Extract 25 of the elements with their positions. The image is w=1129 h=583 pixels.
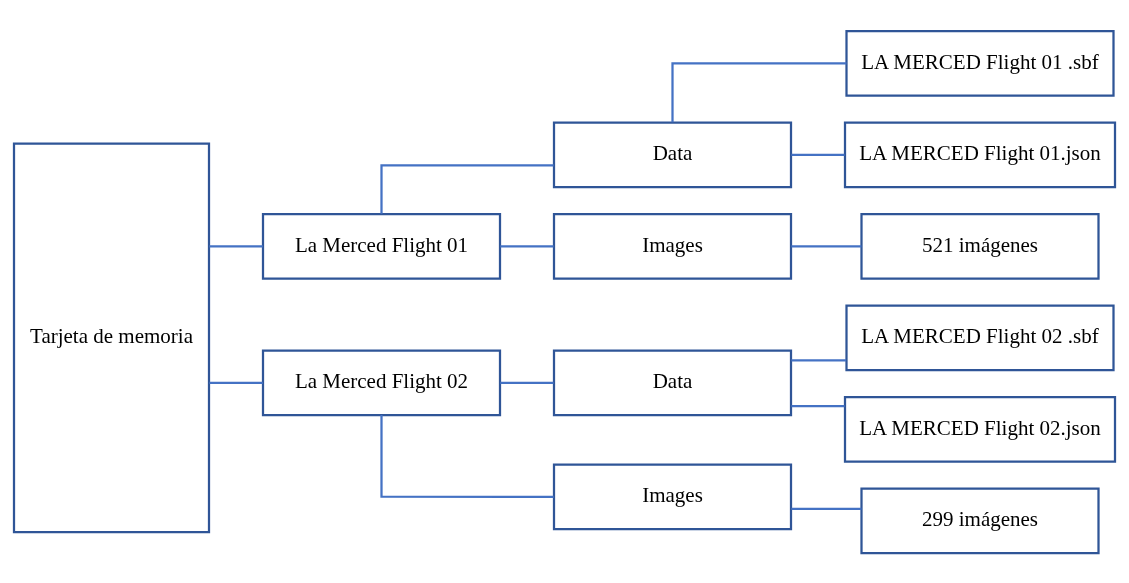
node-box: LA MERCED Flight 01 .sbf	[845, 29, 1115, 97]
node-box: Tarjeta de memoria	[12, 141, 211, 533]
node-box: LA MERCED Flight 02 .sbf	[845, 303, 1115, 371]
connector	[791, 244, 862, 247]
node-box: Images	[552, 462, 793, 530]
node-box: LA MERCED Flight 02.json	[843, 395, 1117, 463]
node-box: 521 imágenes	[860, 212, 1100, 280]
connector	[791, 404, 845, 407]
node-box: La Merced Flight 01	[261, 212, 502, 280]
node-box: Images	[552, 212, 793, 280]
connector	[500, 381, 554, 384]
connector	[209, 244, 263, 247]
node-box: Data	[552, 348, 793, 416]
connector	[791, 507, 862, 510]
node-box: LA MERCED Flight 01.json	[843, 120, 1117, 188]
connector	[791, 358, 847, 361]
node-box: 299 imágenes	[860, 486, 1100, 554]
connector	[209, 381, 263, 384]
connector	[380, 163, 554, 214]
connector	[500, 244, 554, 247]
connector	[671, 61, 847, 122]
connector	[791, 153, 845, 156]
node-box: Data	[552, 120, 793, 188]
node-box: La Merced Flight 02	[261, 348, 502, 416]
connector	[380, 414, 554, 498]
